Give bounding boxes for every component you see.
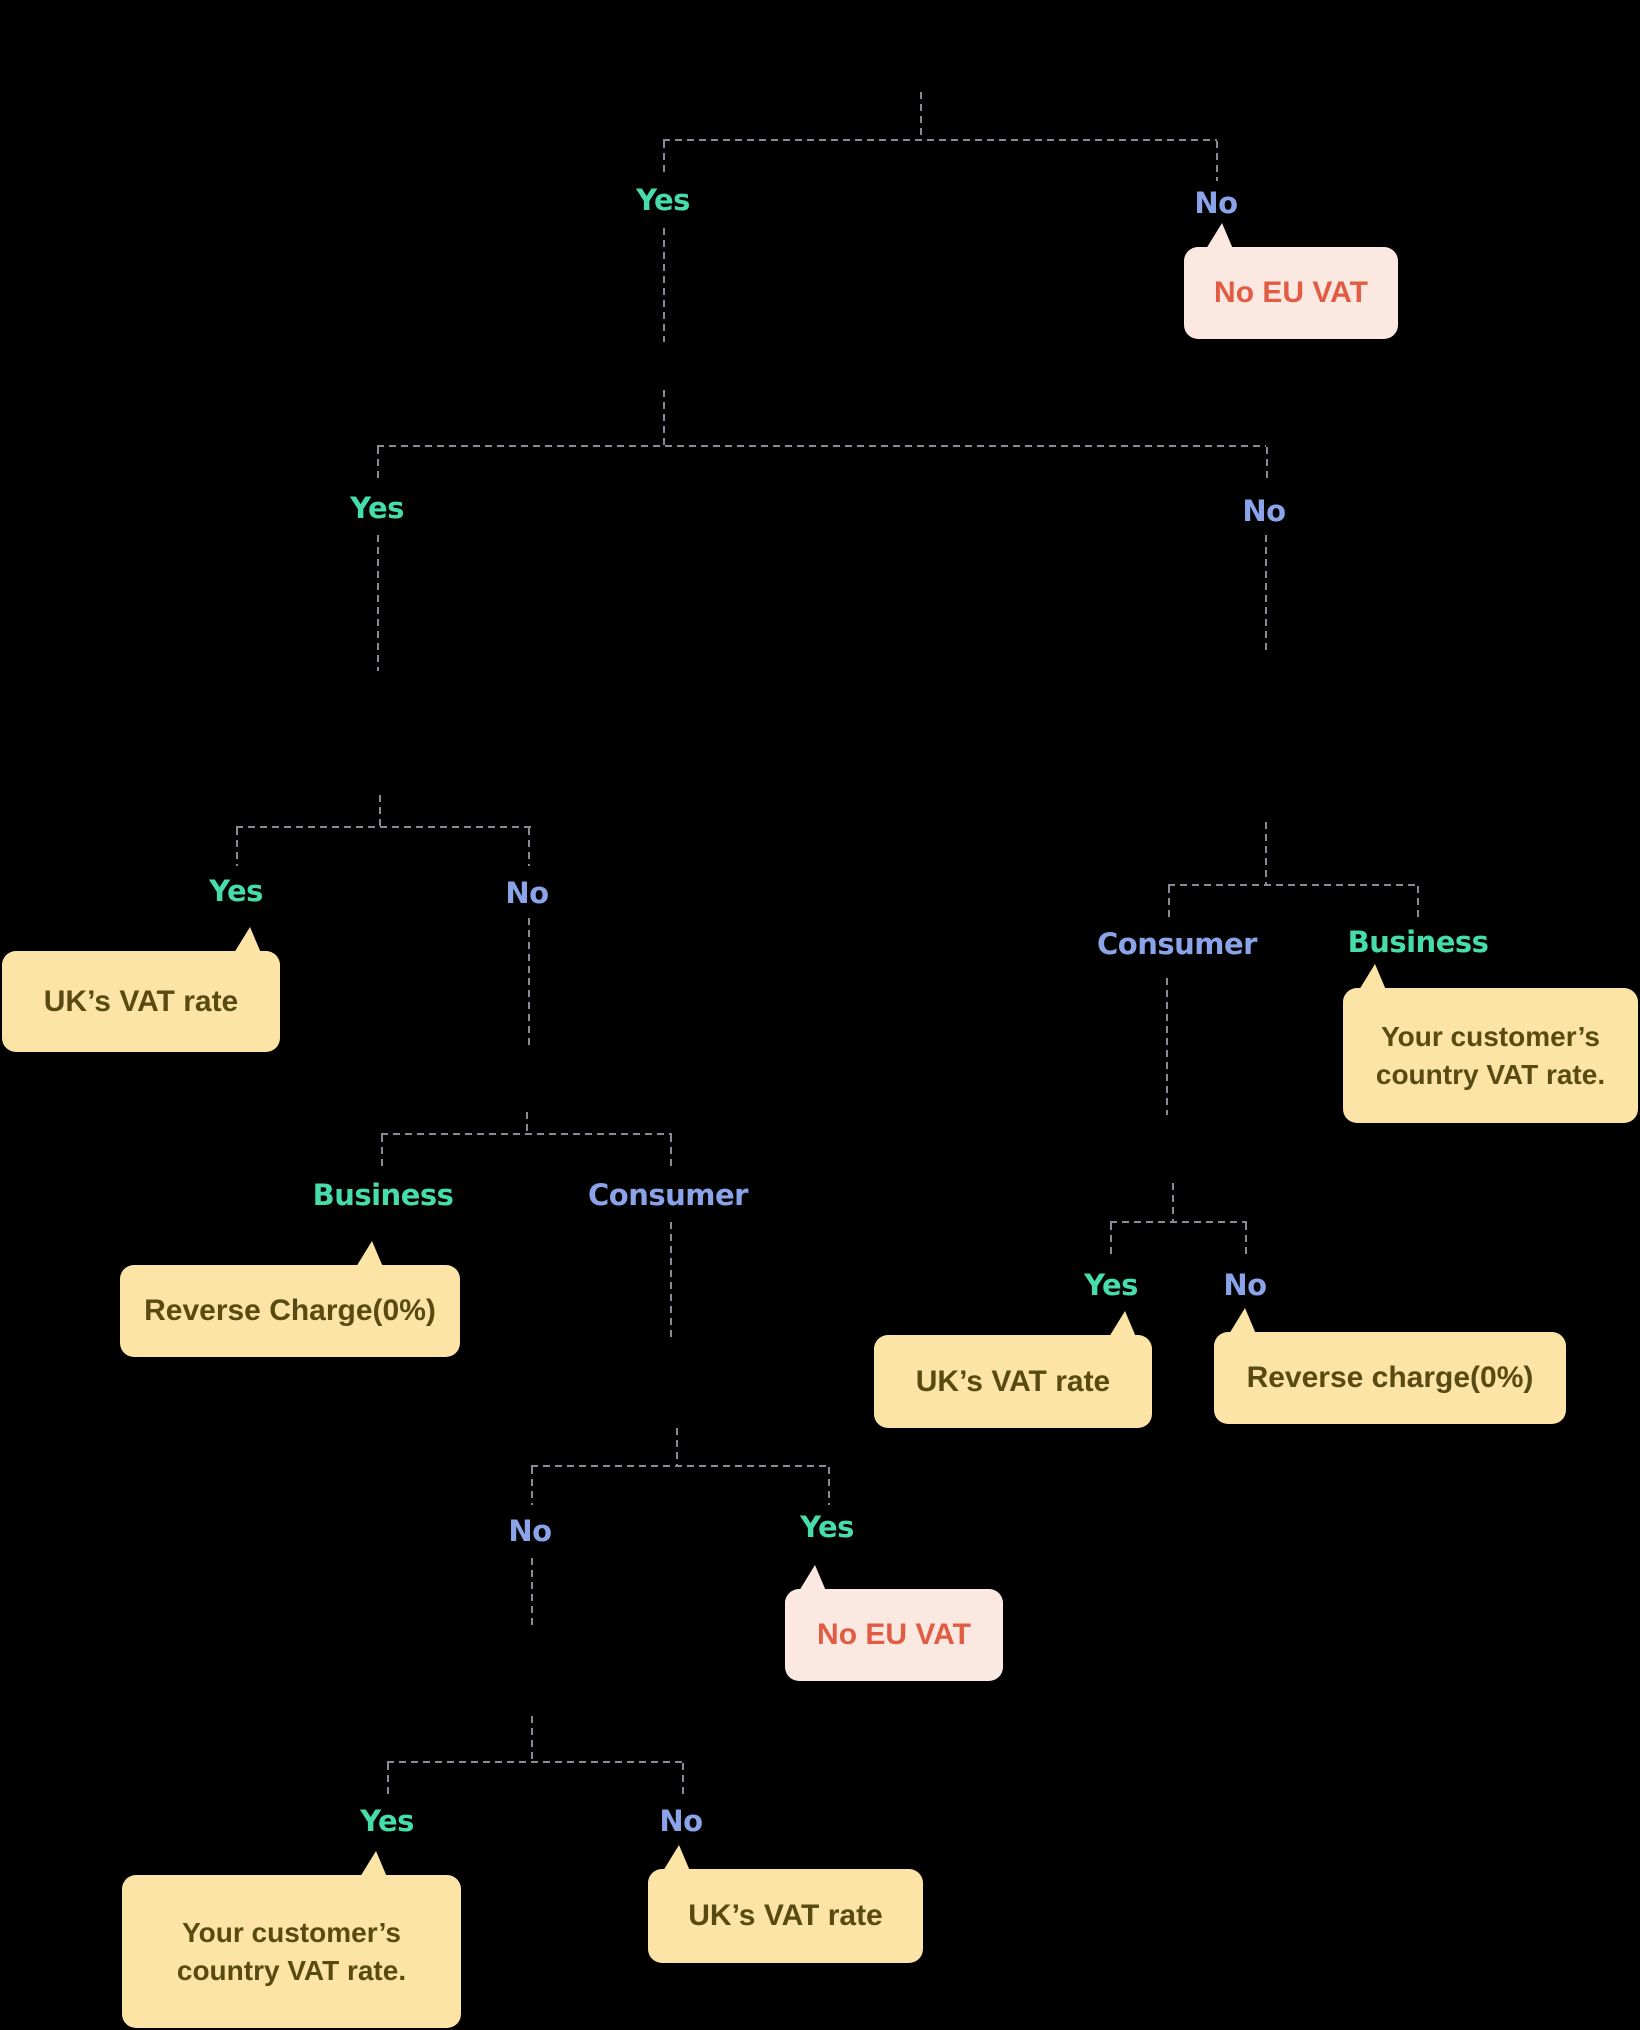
outcome-customer-country-vat-rate: Your customer’s country VAT rate. bbox=[1343, 964, 1638, 1123]
dashed-connector bbox=[1168, 886, 1170, 922]
branch-label-no: No bbox=[508, 1514, 552, 1548]
dashed-connector bbox=[676, 1428, 678, 1465]
dashed-connector bbox=[381, 1135, 383, 1171]
dashed-connector bbox=[1110, 1223, 1112, 1258]
branch-label-no: No bbox=[1194, 186, 1238, 220]
dashed-connector bbox=[920, 92, 922, 139]
branch-label-consumer: Consumer bbox=[1097, 927, 1257, 961]
outcome-reverse-charge: Reverse charge(0%) bbox=[1214, 1308, 1566, 1424]
dashed-connector bbox=[236, 828, 238, 866]
dashed-connector bbox=[377, 535, 379, 671]
dashed-connector bbox=[670, 1222, 672, 1340]
outcome-text: UK’s VAT rate bbox=[915, 1364, 1111, 1398]
outcome-text: No EU VAT bbox=[817, 1618, 971, 1651]
dashed-connector bbox=[1266, 447, 1268, 483]
dashed-connector bbox=[377, 447, 379, 483]
dashed-connector bbox=[663, 228, 665, 342]
outcome-text-line2: country VAT rate. bbox=[176, 1954, 407, 1986]
dashed-connector bbox=[1166, 978, 1168, 1115]
dashed-connector bbox=[1110, 1221, 1247, 1223]
dashed-connector bbox=[663, 141, 665, 177]
branch-label-consumer: Consumer bbox=[588, 1178, 748, 1212]
outcome-text: UK’s VAT rate bbox=[688, 1899, 883, 1932]
dashed-connector bbox=[663, 139, 1217, 141]
outcome-uk-vat-rate: UK’s VAT rate bbox=[2, 927, 280, 1052]
outcome-uk-vat-rate: UK’s VAT rate bbox=[648, 1845, 923, 1963]
dashed-connector bbox=[531, 1467, 533, 1505]
dashed-connector bbox=[381, 1133, 672, 1135]
dashed-connector bbox=[1172, 1183, 1174, 1221]
branch-label-business: Business bbox=[312, 1178, 454, 1212]
dashed-connector bbox=[387, 1763, 389, 1799]
dashed-connector bbox=[526, 1112, 528, 1133]
dashed-connector bbox=[1245, 1223, 1247, 1258]
dashed-connector bbox=[1417, 886, 1419, 920]
outcome-text-line1: Your customer’s bbox=[182, 1916, 401, 1948]
branch-label-no: No bbox=[1242, 494, 1286, 528]
branch-label-no: No bbox=[505, 876, 549, 910]
branch-label-no: No bbox=[659, 1804, 703, 1838]
dashed-connector bbox=[531, 1716, 533, 1761]
branch-label-yes: Yes bbox=[1084, 1268, 1138, 1302]
dashed-connector bbox=[670, 1135, 672, 1171]
branch-label-yes: Yes bbox=[360, 1804, 414, 1838]
dashed-connector bbox=[682, 1763, 684, 1799]
branch-label-business: Business bbox=[1347, 925, 1489, 959]
dashed-connector bbox=[236, 826, 533, 828]
dashed-connector bbox=[379, 795, 381, 826]
dashed-connector bbox=[377, 445, 1266, 447]
dashed-connector bbox=[1265, 822, 1267, 884]
dashed-connector bbox=[1168, 884, 1419, 886]
dashed-connector bbox=[531, 1465, 830, 1467]
dashed-connector bbox=[531, 1558, 533, 1628]
dashed-connector bbox=[663, 390, 665, 445]
outcome-text-line2: country VAT rate. bbox=[1375, 1058, 1606, 1090]
outcome-text: No EU VAT bbox=[1214, 276, 1368, 309]
branch-label-yes: Yes bbox=[800, 1510, 854, 1544]
outcome-no-eu-vat: No EU VAT bbox=[785, 1565, 1003, 1681]
dashed-connector bbox=[387, 1761, 684, 1763]
dashed-connector bbox=[1265, 535, 1267, 655]
outcome-customer-country-vat-rate: Your customer’s country VAT rate. bbox=[122, 1851, 461, 2028]
dashed-connector bbox=[1216, 141, 1218, 181]
outcome-text: UK’s VAT rate bbox=[43, 984, 239, 1018]
branch-label-yes: Yes bbox=[350, 491, 404, 525]
branch-label-yes: Yes bbox=[209, 874, 263, 908]
outcome-text: Reverse Charge(0%) bbox=[144, 1294, 436, 1327]
outcome-text: Reverse charge(0%) bbox=[1246, 1361, 1534, 1394]
outcome-no-eu-vat: No EU VAT bbox=[1184, 223, 1398, 339]
dashed-connector bbox=[528, 918, 530, 1050]
dashed-connector bbox=[528, 828, 530, 866]
outcome-text-line1: Your customer’s bbox=[1381, 1020, 1600, 1052]
branch-label-no: No bbox=[1223, 1268, 1267, 1302]
outcome-reverse-charge: Reverse Charge(0%) bbox=[120, 1241, 460, 1357]
outcome-uk-vat-rate: UK’s VAT rate bbox=[874, 1311, 1152, 1428]
dashed-connector bbox=[828, 1467, 830, 1505]
branch-label-yes: Yes bbox=[636, 183, 690, 217]
